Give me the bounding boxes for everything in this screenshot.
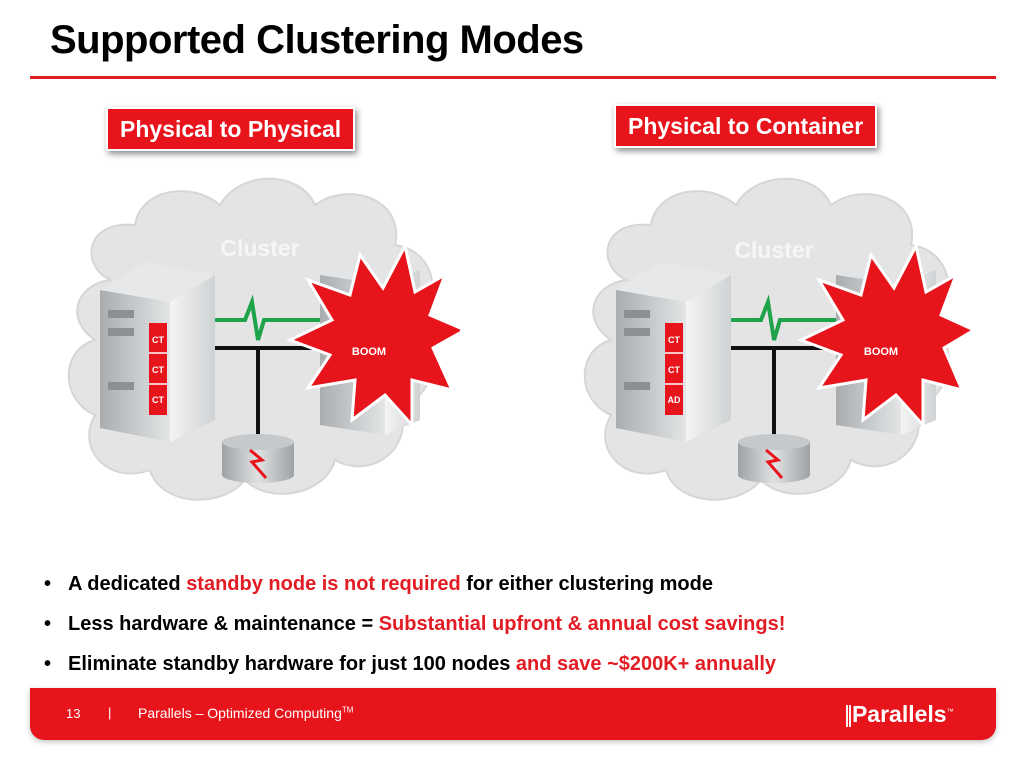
footer-company: Parallels – Optimized ComputingTM <box>138 705 354 721</box>
container-slot-label: CT <box>152 335 164 345</box>
failure-label: BOOM <box>352 346 386 358</box>
failure-label: BOOM <box>864 346 898 358</box>
cluster-label: Cluster <box>220 235 299 261</box>
explosion-icon <box>286 241 460 429</box>
highlight-text: and save ~$200K+ annually <box>515 653 777 675</box>
parallels-logo: ||Parallels™ <box>844 701 954 727</box>
list-item: •Eliminate standby hardware for just 100… <box>44 653 777 675</box>
container-slot-label: AD <box>668 395 681 405</box>
benefits-list: •A dedicated standby node is not require… <box>44 566 785 686</box>
container-slot-label: CT <box>668 335 680 345</box>
cluster-diagram-physical-to-container: Cluster CT CT AD BOOM <box>583 177 976 501</box>
storage-disk-icon <box>222 434 294 483</box>
footer-bar: 13 | Parallels – Optimized ComputingTM |… <box>30 688 996 740</box>
highlight-text: Substantial upfront & annual cost saving… <box>378 613 786 635</box>
server-icon <box>616 262 731 442</box>
footer-separator: | <box>108 705 112 720</box>
cluster-diagram-physical-to-physical: Cluster CT CT CT BOOM <box>67 177 460 501</box>
server-icon <box>100 262 215 442</box>
list-item: •A dedicated standby node is not require… <box>44 573 713 595</box>
mode-label-physical-to-physical: Physical to Physical <box>106 107 356 151</box>
container-slot-label: CT <box>152 365 164 375</box>
mode-label-physical-to-container: Physical to Container <box>614 104 878 148</box>
heartbeat-line <box>716 294 846 341</box>
title-divider <box>30 76 996 79</box>
page-number: 13 <box>66 706 81 721</box>
explosion-icon <box>797 241 976 429</box>
heartbeat-line <box>200 294 330 341</box>
highlight-text: standby node is not required <box>186 573 461 595</box>
list-item: •Less hardware & maintenance = Substanti… <box>44 613 786 635</box>
page-title: Supported Clustering Modes <box>50 18 584 62</box>
container-slot-label: CT <box>668 365 680 375</box>
cluster-label: Cluster <box>734 237 813 263</box>
storage-disk-icon <box>738 434 810 483</box>
container-slot-label: CT <box>152 395 164 405</box>
